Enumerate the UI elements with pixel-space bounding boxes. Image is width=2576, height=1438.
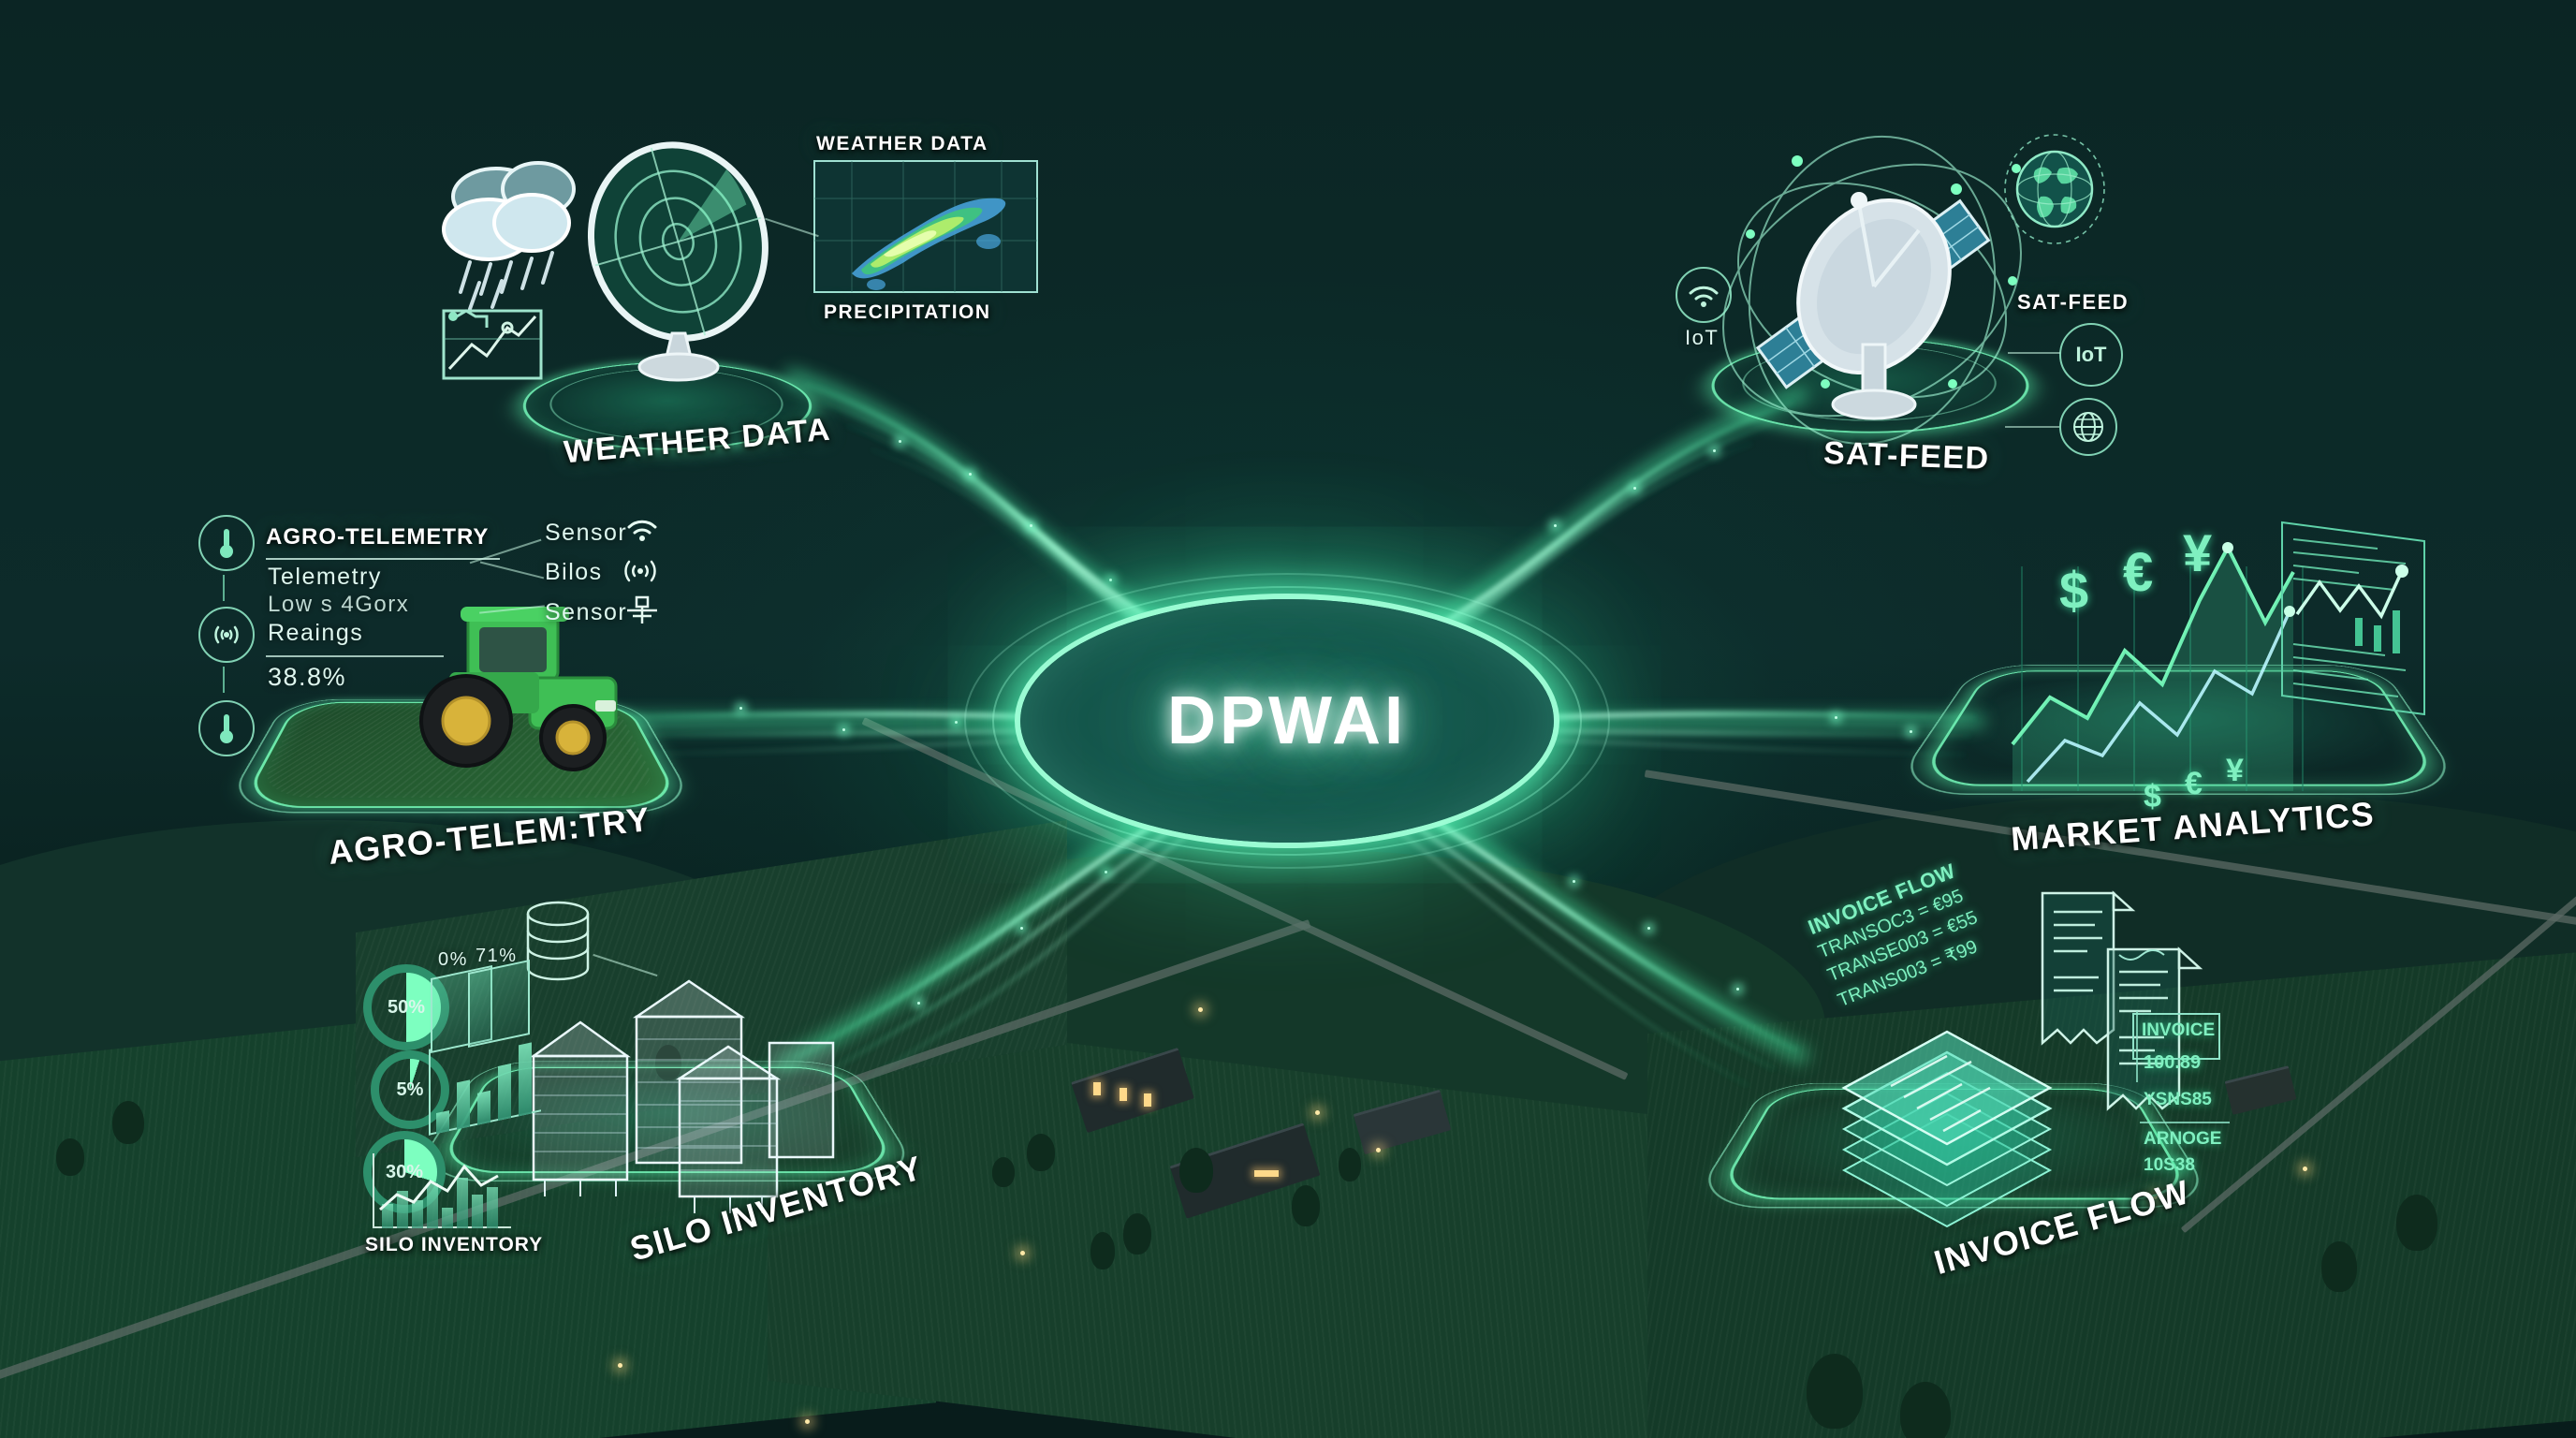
invoice-badge-box: [2132, 1013, 2220, 1060]
street-lamp: [2303, 1167, 2307, 1171]
street-lamp: [1376, 1148, 1381, 1152]
tractor-icon: [419, 607, 618, 771]
tree: [1807, 1354, 1863, 1429]
weather-inset-title: WEATHER DATA: [816, 133, 988, 154]
street-lamp: [1198, 1007, 1203, 1012]
tree: [56, 1138, 84, 1176]
street-lamp: [1315, 1110, 1320, 1115]
report-panel-icon: [2281, 521, 2425, 716]
agro-callout-1: Sensor: [545, 520, 628, 546]
tree: [2396, 1195, 2437, 1251]
street-lamp: [2153, 1195, 2158, 1199]
window-light: [1093, 1082, 1101, 1095]
agro-callout-3: Sensor: [545, 599, 628, 625]
broadcast-icon: [624, 560, 656, 582]
grain-silo-icon: [530, 979, 835, 1213]
tree: [992, 1157, 1015, 1187]
window-light: [1144, 1093, 1151, 1107]
hub-label: DPWAI: [1166, 683, 1407, 758]
street-lamp: [618, 1363, 622, 1368]
gauge-30-label: 30%: [385, 1161, 424, 1182]
invoice-badge-2: YSNS85: [2144, 1090, 2212, 1109]
soil-sensor-icon: [627, 595, 657, 624]
yen-icon: ¥: [2226, 753, 2244, 788]
hub-outer-ring: [964, 573, 1610, 869]
radar-dish-icon: [587, 141, 768, 382]
iot-badge-label: IoT: [2075, 343, 2107, 366]
divider: [2140, 1122, 2230, 1123]
euro-icon: €: [2185, 766, 2203, 801]
thermometer-icon: [198, 515, 255, 571]
gauge-50-label: 50%: [387, 996, 426, 1018]
divider: [223, 575, 225, 601]
divider: [266, 558, 500, 560]
silo-mini-caption: SILO INVENTORY: [365, 1234, 544, 1255]
precipitation-caption: PRECIPITATION: [824, 301, 991, 323]
tree: [1179, 1148, 1213, 1193]
divider: [2136, 1011, 2138, 1082]
signal-icon: [198, 607, 255, 663]
gauge-50: 50%: [363, 964, 449, 1050]
central-hub[interactable]: DPWAI: [964, 573, 1610, 869]
satfeed-badge-label: SAT-FEED: [2017, 290, 2130, 314]
agro-panel-line-1: Telemetry: [268, 564, 382, 590]
tree: [1090, 1232, 1115, 1269]
invoice-badge-3-value: 10S38: [2144, 1155, 2195, 1175]
satellite-dish-icon: [1722, 135, 2022, 446]
euro-icon: €: [2123, 542, 2154, 603]
silo-card-label-2: 71%: [476, 946, 518, 966]
tree: [112, 1101, 144, 1144]
invoice-badge-3-title: ARNOGE: [2144, 1129, 2222, 1149]
leader-line: [2005, 426, 2059, 428]
agro-panel-line-2: Low s 4Gorx: [268, 592, 410, 617]
farm-landscape-background: [0, 708, 2576, 1438]
web-globe-icon[interactable]: [2059, 398, 2117, 456]
invoice-badge-title: INVOICE: [2142, 1020, 2216, 1040]
invoice-icon: [2106, 946, 2203, 1111]
thermometer-icon: [198, 700, 255, 756]
wifi-icon: [627, 520, 657, 541]
agro-panel-line-3: Reaings: [268, 620, 364, 646]
tree: [1900, 1382, 1951, 1438]
wifi-icon[interactable]: [1676, 267, 1732, 323]
dollar-icon: $: [2144, 779, 2161, 814]
gauge-5-label: 5%: [396, 1078, 424, 1100]
tree: [655, 1045, 681, 1080]
receipt-icon: [2041, 890, 2136, 1046]
dollar-icon: $: [2059, 561, 2089, 620]
yen-icon: ¥: [2183, 523, 2213, 582]
street-lamp: [805, 1419, 810, 1424]
database-icon: [526, 901, 590, 981]
tree: [2321, 1241, 2357, 1292]
divider: [223, 667, 225, 693]
node-label-sat-feed: SAT-FEED: [1822, 434, 1991, 477]
iot-badge[interactable]: IoT: [2059, 323, 2123, 387]
silo-card-label-1: 0%: [438, 949, 468, 970]
agro-callout-2: Bilos: [545, 559, 603, 585]
window-light: [1254, 1170, 1279, 1177]
silo-mini-chart: [373, 1153, 511, 1228]
precipitation-map: [813, 160, 1038, 293]
globe-icon: [2004, 134, 2105, 244]
hub-ellipse: [1020, 599, 1554, 843]
rain-cloud-icon: [442, 161, 576, 311]
window-light: [1120, 1088, 1127, 1101]
tree: [1027, 1134, 1055, 1171]
tree: [1123, 1213, 1151, 1255]
street-lamp: [1020, 1251, 1025, 1255]
leader-line: [2008, 352, 2060, 354]
tree: [1292, 1185, 1320, 1226]
hub-mid-ring: [992, 586, 1582, 856]
agro-panel-value: 38.8%: [268, 663, 347, 691]
trend-chart-icon: [442, 309, 543, 380]
invoice-badge-value: 100.89: [2144, 1052, 2202, 1073]
tree: [1339, 1148, 1361, 1181]
iot-label-left: IoT: [1685, 326, 1720, 349]
document-stack-icon: [1841, 1030, 2053, 1228]
divider: [266, 655, 444, 657]
agro-panel-title: AGRO-TELEMETRY: [266, 524, 490, 550]
